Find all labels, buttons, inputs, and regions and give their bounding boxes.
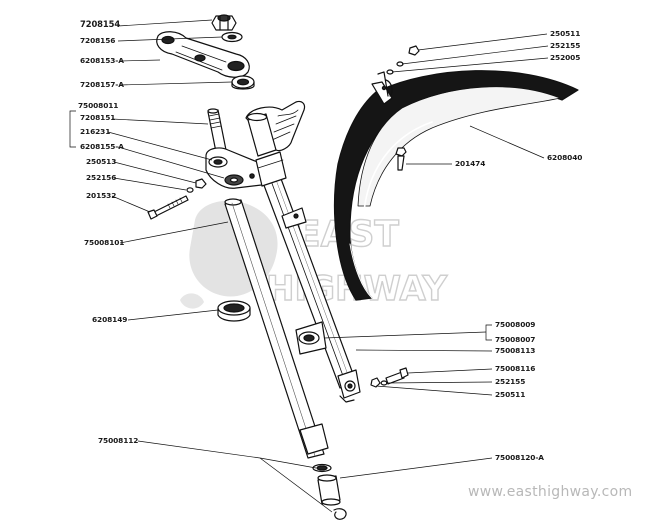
label-250511-top: 250511: [550, 29, 581, 38]
label-7208151: 7208151: [80, 113, 116, 122]
label-7208156: 7208156: [80, 36, 116, 45]
label-75008009: 75008009: [495, 320, 536, 329]
label-252156: 252156: [86, 173, 117, 182]
label-75008011: 75008011: [78, 101, 119, 110]
mudguard-part: [334, 70, 579, 301]
washer-upper-part: [221, 31, 243, 43]
label-250513: 250513: [86, 157, 117, 166]
label-75008120-a: 75008120-A: [495, 453, 544, 462]
axle-bolt-set-part: [370, 367, 409, 388]
label-7208154: 7208154: [80, 19, 121, 29]
label-6208153-a: 6208153-A: [80, 56, 124, 65]
label-6208149: 6208149: [92, 315, 128, 324]
label-75008112: 75008112: [98, 436, 139, 445]
watermark-url: www.easthighway.com: [468, 484, 633, 500]
leader-lines: [69, 19, 549, 513]
upper-triple-clamp-part: [156, 31, 250, 78]
lower-seal-set-part: [312, 463, 347, 520]
label-75008007: 75008007: [495, 335, 536, 344]
label-75008113: 75008113: [495, 346, 536, 355]
cap-nut-part: [211, 14, 237, 31]
label-252005: 252005: [550, 53, 581, 62]
label-252155-bottom: 252155: [495, 377, 526, 386]
inner-fork-tube-part: [224, 198, 329, 459]
label-75008116: 75008116: [495, 364, 536, 373]
clamp-bolt-set-part: [147, 178, 207, 220]
outer-fork-leg-part: [245, 100, 361, 403]
mudguard-bolt-part: [395, 147, 407, 171]
label-201532: 201532: [86, 191, 117, 200]
bushing-part: [217, 300, 251, 322]
label-201474: 201474: [455, 159, 486, 168]
label-6208155-a: 6208155-A: [80, 142, 124, 151]
label-250511-bottom: 250511: [495, 390, 526, 399]
label-6208040: 6208040: [547, 153, 583, 162]
washer-lower-part: [231, 75, 255, 90]
label-75008101: 75008101: [84, 238, 125, 247]
steering-stem-part: [207, 108, 227, 153]
label-7208157-a: 7208157-A: [80, 80, 124, 89]
label-252155-top: 252155: [550, 41, 581, 50]
label-216231: 216231: [80, 127, 111, 136]
